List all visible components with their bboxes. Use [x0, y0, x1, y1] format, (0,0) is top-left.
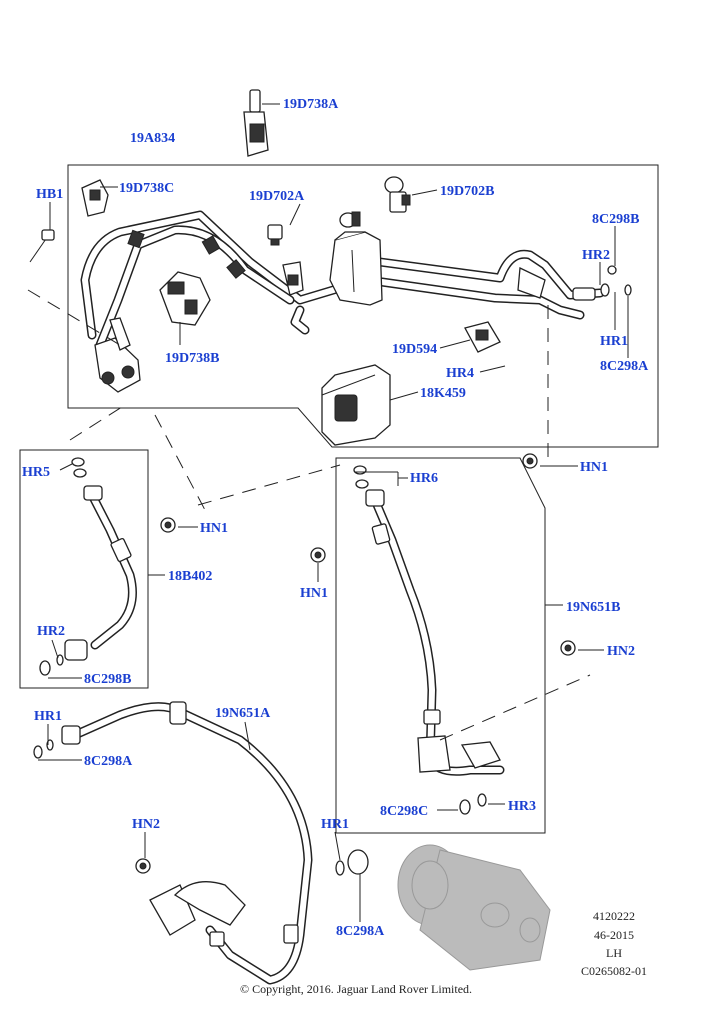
label-hr1-left: HR1: [34, 709, 62, 724]
label-hr2-top: HR2: [582, 248, 610, 263]
label-19d738b: 19D738B: [165, 351, 219, 366]
label-19d702b: 19D702B: [440, 184, 494, 199]
connector-19d738a: [243, 89, 269, 157]
frame-hose-18b402: [19, 449, 149, 689]
seals-top-right: [572, 265, 632, 301]
label-hn1-right: HN1: [580, 460, 608, 475]
frame-hose-19n651b: [335, 457, 546, 834]
label-hn1-left: HN1: [200, 521, 228, 536]
dash-hb1-to-fitting: [27, 289, 121, 346]
hose-18b402: [39, 457, 137, 676]
label-hb1: HB1: [36, 187, 63, 202]
label-8c298b-left: 8C298B: [84, 672, 131, 687]
dash-19n651b-to-frame: [197, 464, 341, 506]
label-19d702a: 19D702A: [249, 189, 305, 204]
hose-19n651b: [353, 465, 505, 815]
nut-hn1-right: [522, 453, 538, 469]
frame-main-assembly: [67, 164, 659, 448]
bolt-hb1: [29, 229, 55, 263]
label-hr4: HR4: [446, 366, 474, 381]
receiver-drier-block: [329, 231, 383, 306]
label-8c298a-bottom: 8C298A: [336, 924, 385, 939]
label-18k459: 18K459: [420, 386, 466, 401]
label-hn1-mid: HN1: [300, 586, 328, 601]
label-18b402: 18B402: [168, 569, 212, 584]
copyright-text: © Copyright, 2016. Jaguar Land Rover Lim…: [240, 982, 472, 996]
valve-19d702b: [339, 176, 411, 228]
valve-19d702a: [267, 224, 304, 296]
label-19a834: 19A834: [130, 131, 175, 146]
label-8c298a-top: 8C298A: [600, 359, 649, 374]
label-hn2-left: HN2: [132, 817, 160, 832]
nut-hn2-right: [560, 640, 576, 656]
label-8c298a-left: 8C298A: [84, 754, 133, 769]
dash-19n651b-hn2: [439, 674, 591, 741]
mount-18k459: [321, 364, 391, 446]
pipe-assembly-19a834: [80, 210, 605, 350]
dash-18b402-to-frame: [69, 404, 126, 441]
connector-19d738b: [159, 271, 211, 326]
ref-line-1: 4120222: [593, 909, 635, 923]
label-hr6: HR6: [410, 471, 438, 486]
label-19d738c: 19D738C: [119, 181, 174, 196]
ref-line-2: 46-2015: [594, 928, 634, 942]
leader-lines: [38, 103, 629, 922]
ref-line-4: C0265082-01: [581, 964, 647, 978]
label-8c298c: 8C298C: [380, 804, 428, 819]
label-hn2-right: HN2: [607, 644, 635, 659]
label-8c298b-top: 8C298B: [592, 212, 639, 227]
nut-hn2-left: [135, 858, 151, 874]
nut-hn1-left: [160, 517, 176, 533]
label-19n651b: 19N651B: [566, 600, 620, 615]
hose-19n651a: [33, 701, 369, 985]
label-hr3: HR3: [508, 799, 536, 814]
fittings-main-lower-left: [94, 317, 141, 393]
nut-hn1-mid: [310, 547, 326, 563]
label-19d738a: 19D738A: [283, 97, 339, 112]
label-hr2-left: HR2: [37, 624, 65, 639]
label-hr5: HR5: [22, 465, 50, 480]
label-19n651a: 19N651A: [215, 706, 271, 721]
label-19d594: 19D594: [392, 342, 437, 357]
ref-line-3: LH: [606, 946, 622, 960]
dash-18b402-hn1: [154, 414, 206, 511]
sensor-19d594: [464, 267, 546, 353]
compressor-ghost: [397, 844, 551, 971]
connector-19d738c: [81, 179, 109, 217]
label-hr1-top: HR1: [600, 334, 628, 349]
label-hr1-bottom: HR1: [321, 817, 349, 832]
